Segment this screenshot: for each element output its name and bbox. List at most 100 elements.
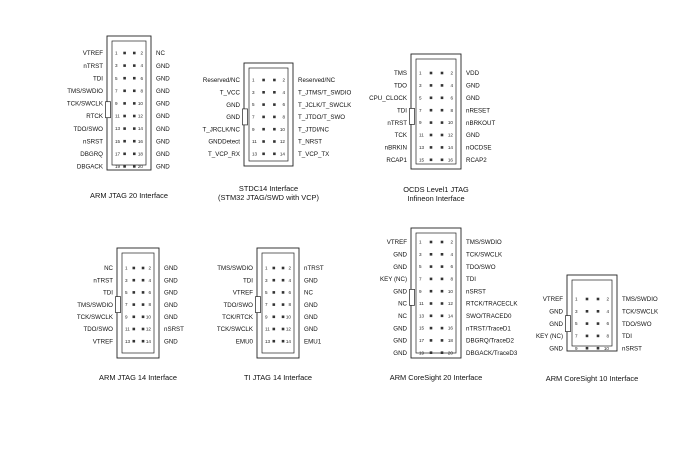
connector-caption: ARM JTAG 20 Interface bbox=[90, 191, 168, 200]
signal-label-right: SWO/TRACED0 bbox=[466, 313, 512, 320]
pin-number-right: 6 bbox=[288, 290, 291, 295]
signal-label-left: VTREF bbox=[543, 296, 564, 303]
pin-number-right: 8 bbox=[606, 334, 609, 339]
pin-number-left: 13 bbox=[125, 339, 131, 344]
pin-number-right: 4 bbox=[288, 278, 291, 283]
key-notch bbox=[409, 108, 415, 125]
pin-dot bbox=[429, 158, 433, 162]
pin-dot bbox=[123, 165, 126, 168]
signal-label-left: NC bbox=[398, 313, 407, 320]
key-notch bbox=[565, 315, 571, 332]
signal-label-left: TMS/SWDIO bbox=[77, 302, 113, 309]
pin-dot bbox=[585, 297, 589, 301]
pin-number-left: 1 bbox=[115, 51, 118, 56]
pin-number-right: 6 bbox=[450, 264, 453, 269]
pin-dot bbox=[123, 114, 126, 118]
pin-dot bbox=[123, 127, 126, 130]
signal-label-left: TDI bbox=[93, 75, 103, 82]
pin-number-right: 2 bbox=[606, 297, 609, 302]
signal-label-left: TDO/SWO bbox=[73, 126, 103, 133]
signal-label-right: nSRST bbox=[466, 288, 486, 295]
pin-number-right: 8 bbox=[288, 302, 291, 307]
pin-number-right: 4 bbox=[282, 90, 285, 95]
pin-number-left: 3 bbox=[265, 278, 268, 283]
pin-dot bbox=[440, 351, 444, 354]
signal-label-left: TCK/SWCLK bbox=[77, 314, 114, 321]
pin-dot bbox=[585, 310, 589, 313]
pin-number-left: 9 bbox=[125, 314, 128, 319]
pin-number-right: 12 bbox=[138, 114, 144, 119]
pin-dot bbox=[281, 266, 285, 270]
pin-number-right: 12 bbox=[448, 133, 454, 138]
pin-number-right: 14 bbox=[448, 145, 454, 150]
signal-label-left: TMS/SWDIO bbox=[67, 88, 103, 95]
pin-dot bbox=[141, 327, 145, 331]
pin-number-right: 14 bbox=[448, 313, 454, 318]
connector-caption: TI JTAG 14 Interface bbox=[244, 373, 312, 382]
pin-number-right: 4 bbox=[450, 252, 453, 257]
signal-label-left: nTRST bbox=[93, 277, 113, 284]
pin-dot bbox=[141, 266, 145, 270]
pin-dot bbox=[132, 89, 136, 93]
pin-number-right: 4 bbox=[148, 278, 151, 283]
pin-dot bbox=[585, 334, 589, 338]
pin-number-right: 4 bbox=[450, 83, 453, 88]
signal-label-left: NC bbox=[398, 301, 407, 308]
pin-dot bbox=[132, 303, 136, 306]
pin-dot bbox=[132, 127, 136, 130]
signal-label-left: TDO/SWO bbox=[83, 326, 113, 333]
pin-dot bbox=[273, 103, 276, 106]
pin-dot bbox=[440, 314, 444, 318]
signal-label-right: GND bbox=[156, 126, 170, 133]
pin-number-left: 11 bbox=[419, 133, 424, 138]
pin-dot bbox=[272, 278, 276, 282]
pin-dot bbox=[132, 152, 136, 156]
signal-label-left: T_VCC bbox=[220, 90, 241, 97]
signal-label-left: GND bbox=[393, 350, 407, 357]
signal-label-left: DBGACK bbox=[77, 164, 104, 171]
signal-label-left: GND bbox=[393, 338, 407, 345]
pin-number-left: 7 bbox=[252, 115, 255, 120]
pin-dot bbox=[262, 115, 265, 119]
key-notch bbox=[115, 296, 121, 313]
pin-number-right: 4 bbox=[140, 63, 143, 68]
signal-label-left: TDI bbox=[103, 290, 113, 297]
pin-dot bbox=[429, 326, 433, 330]
pin-number-right: 14 bbox=[138, 126, 144, 131]
signal-label-right: nOCDSE bbox=[466, 145, 491, 152]
pin-number-left: 13 bbox=[252, 151, 258, 156]
signal-label-right: TCK/SWCLK bbox=[622, 309, 659, 316]
signal-label-left: VTREF bbox=[83, 50, 104, 57]
pin-number-left: 3 bbox=[125, 278, 128, 283]
pin-number-left: 7 bbox=[265, 302, 268, 307]
pin-dot bbox=[429, 351, 433, 354]
pin-dot bbox=[440, 146, 444, 149]
connector-shell bbox=[566, 274, 618, 352]
pin-number-left: 1 bbox=[252, 78, 255, 83]
key-notch bbox=[409, 289, 415, 306]
signal-label-left: GND bbox=[393, 325, 407, 332]
pin-dot bbox=[440, 84, 444, 87]
pin-dot bbox=[132, 114, 136, 118]
pin-dot bbox=[272, 291, 276, 294]
signal-label-right: GND bbox=[164, 338, 178, 345]
pin-dot bbox=[273, 127, 276, 131]
pin-number-left: 17 bbox=[419, 338, 425, 343]
pin-dot bbox=[273, 78, 276, 82]
pin-number-right: 6 bbox=[282, 102, 285, 107]
pin-dot bbox=[440, 133, 444, 137]
signal-label-right: NC bbox=[304, 290, 313, 297]
pin-number-right: 12 bbox=[280, 139, 286, 144]
pin-number-left: 9 bbox=[265, 314, 268, 319]
signal-label-left: nSRST bbox=[83, 138, 103, 145]
signal-label-right: GND bbox=[156, 151, 170, 158]
signal-label-left: TDI bbox=[397, 107, 407, 114]
signal-label-right: GND bbox=[156, 75, 170, 82]
pin-number-right: 8 bbox=[450, 108, 453, 113]
pin-number-left: 9 bbox=[419, 289, 422, 294]
pin-header-body bbox=[415, 232, 457, 354]
